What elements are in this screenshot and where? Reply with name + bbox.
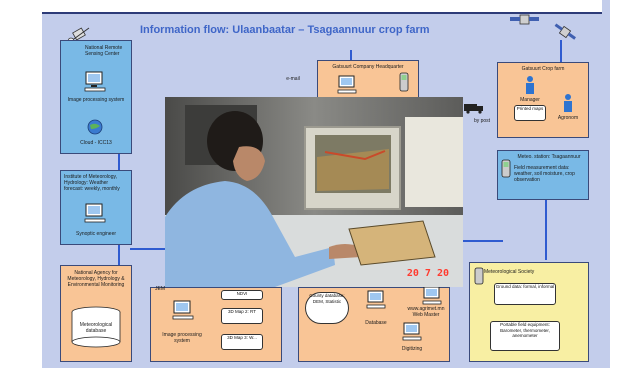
operator-photo: 20 7 20 — [165, 97, 463, 287]
computer-icon — [337, 75, 357, 94]
top-strip — [42, 0, 602, 14]
link-line — [560, 40, 562, 62]
rs-cloud-label: Cloud - ICC13 — [80, 140, 112, 146]
meteo-society-box: Meteorological Society Ground data: form… — [469, 262, 589, 362]
database-box: County database: DEM, Statistic Database… — [298, 286, 450, 362]
field-measurement-label: Field measurement data: weather, soil mo… — [514, 165, 575, 183]
database-cylinder-icon — [71, 306, 121, 348]
county-database-node: County database: DEM, Statistic — [305, 292, 349, 324]
digitizing-label: Digitizing — [401, 346, 423, 352]
synoptic-engineer-label: Synoptic engineer — [75, 231, 117, 237]
map2-node: 3D Map 2: RT — [221, 308, 263, 324]
meteo-station-box: Meteo. station: Tsagaannuur Field measur… — [497, 150, 589, 200]
headquarter-label: Gatsuurt Company Headquarter — [332, 64, 404, 70]
remote-sensing-label: National Remote Sensing Center — [85, 45, 123, 57]
crop-farm-label: Gatsuurt Crop farm — [521, 66, 565, 72]
institute-label: Institute of Meteorology, Hydrology: Wea… — [64, 174, 120, 192]
agency-box: National Agency for Meteorology, Hydrolo… — [60, 265, 132, 362]
institute-box: Institute of Meteorology, Hydrology: Wea… — [60, 170, 132, 245]
map3-node: 3D Map 3: W... — [221, 334, 263, 350]
field-equipment-node: Portable field equipment: Barometer, the… — [490, 321, 560, 351]
diagram-title: Information flow: Ulaanbaatar – Tsagaann… — [140, 24, 430, 36]
link-line — [463, 240, 503, 242]
link-line — [118, 152, 120, 170]
agronom-label: Agronom — [557, 115, 579, 121]
manager-person-icon — [526, 76, 534, 94]
computer-icon — [422, 286, 442, 305]
jem-processing-label: Image processing system — [162, 332, 202, 344]
computer-icon — [84, 203, 106, 223]
satellite-icon-far-right — [554, 23, 576, 40]
ndvi-node: NDVI — [221, 290, 263, 300]
mobile-phone-icon — [501, 159, 511, 178]
meteo-society-label: Meteorological Society — [484, 269, 535, 275]
photo-scene — [165, 97, 463, 287]
remote-sensing-box: National Remote Sensing Center Image pro… — [60, 40, 132, 154]
met-database-label: Meteorological database — [79, 322, 113, 334]
computer-icon — [84, 71, 106, 92]
meteo-station-label: Meteo. station: Tsagaannuur — [517, 154, 581, 160]
satellite-icon-right — [510, 14, 539, 25]
manager-label: Manager — [520, 97, 540, 103]
mobile-phone-icon — [399, 72, 409, 92]
mobile-phone-icon — [474, 267, 484, 285]
link-line — [118, 243, 120, 265]
link-line — [350, 50, 352, 60]
database-label: Database — [365, 320, 387, 326]
jem-label: JEM — [155, 286, 165, 292]
agency-label: National Agency for Meteorology, Hydrolo… — [67, 270, 125, 288]
email-label: e-mail — [286, 76, 300, 82]
photo-timestamp: 20 7 20 — [406, 268, 449, 279]
computer-icon — [402, 322, 422, 341]
by-post-label: by post — [473, 118, 491, 124]
rs-processing-label: Image processing system — [67, 97, 125, 103]
agronom-person-icon — [564, 94, 572, 112]
link-line — [545, 200, 547, 260]
truck-icon — [464, 104, 483, 114]
computer-icon — [366, 290, 386, 309]
jem-box: JEM Image processing system NDVI 3D Map … — [150, 286, 282, 362]
link-line — [130, 248, 180, 250]
computer-icon — [172, 300, 194, 320]
web-master-label: www.agrimet.mn Web Master — [407, 306, 445, 318]
ground-data-node: Ground data: formal, informal — [494, 283, 556, 305]
crop-farm-box: Gatsuurt Crop farm Manager Printed maps … — [497, 62, 589, 138]
globe-icon — [87, 119, 103, 135]
printed-maps-node: Printed maps — [514, 105, 546, 121]
